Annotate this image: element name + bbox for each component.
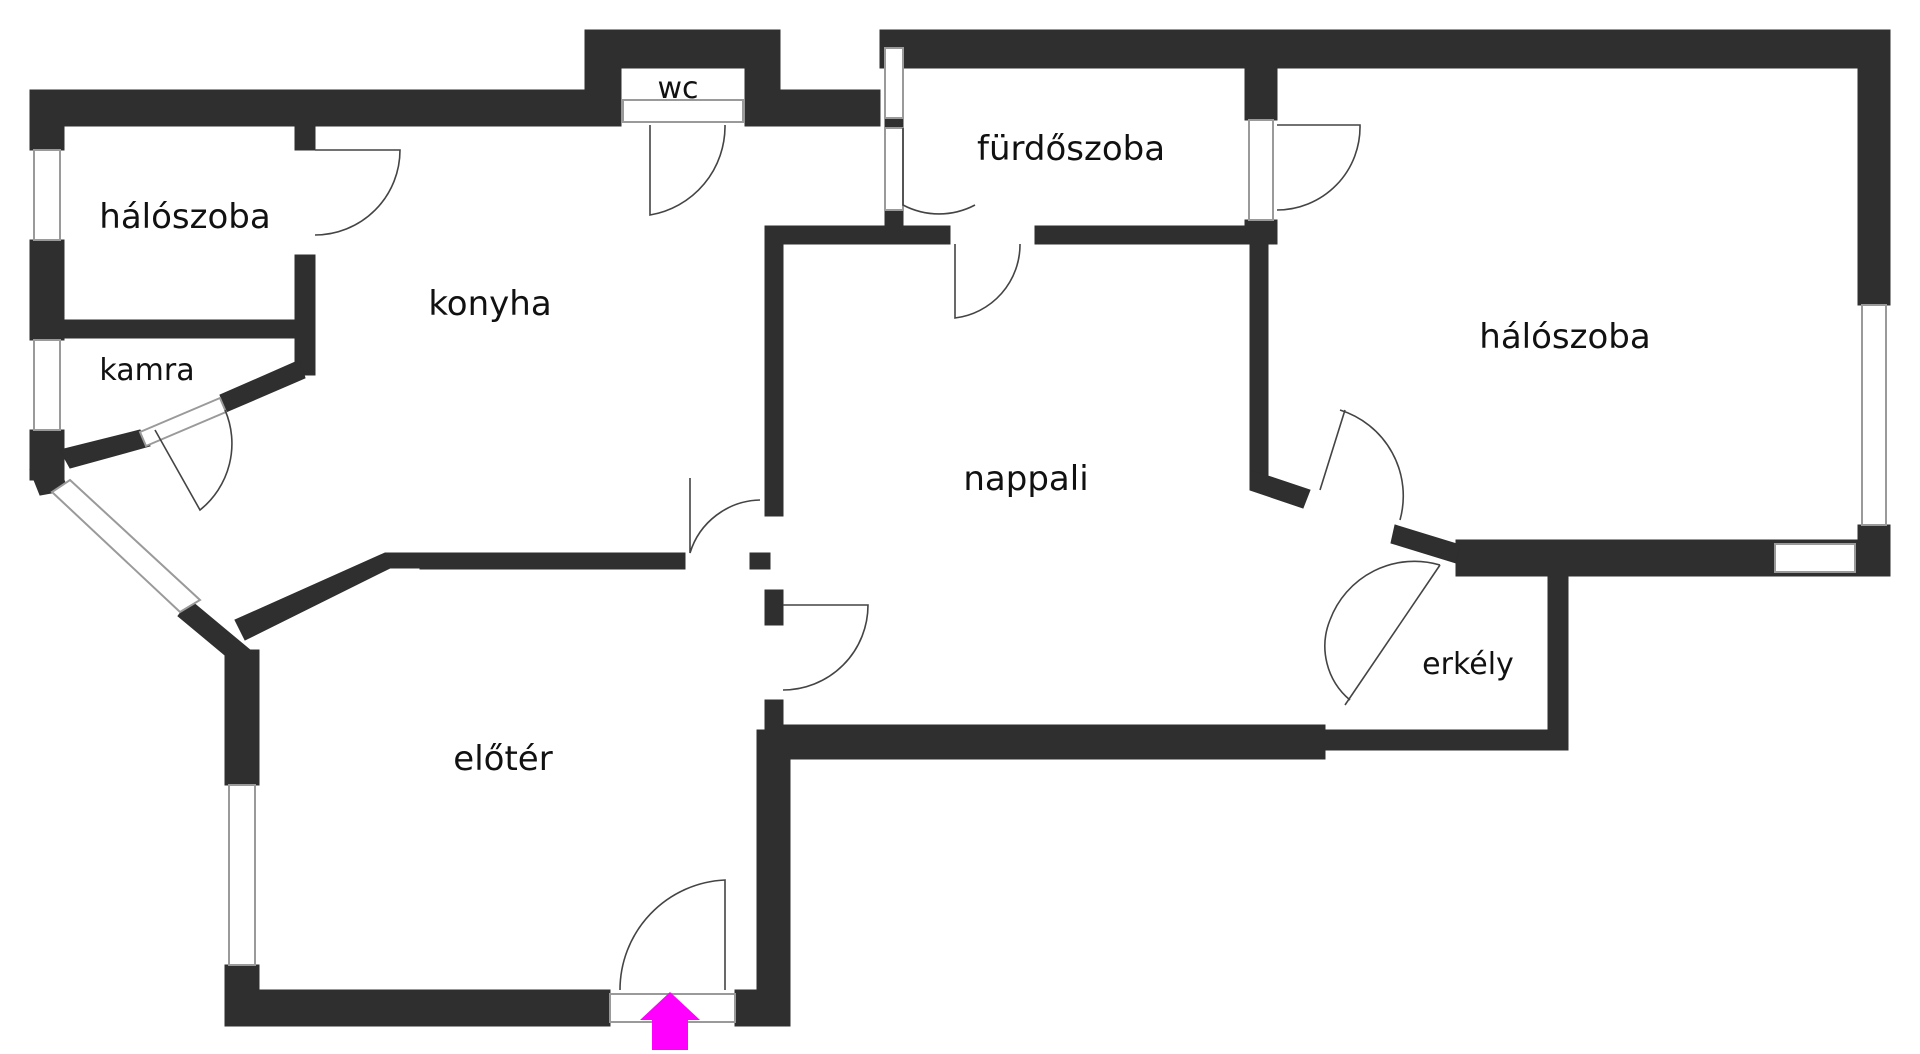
room-label-kitchen: konyha — [428, 284, 551, 324]
doors — [154, 124, 1441, 991]
room-label-hall: előtér — [453, 739, 552, 779]
entrance-arrow-icon — [640, 992, 700, 1050]
room-label-wc: wc — [657, 71, 698, 106]
room-label-balcony: erkély — [1422, 647, 1514, 682]
room-label-bedroom-right: hálószoba — [1479, 317, 1650, 357]
windows — [33, 47, 1887, 1023]
room-label-bathroom: fürdőszoba — [977, 129, 1165, 169]
room-label-pantry: kamra — [99, 353, 194, 388]
room-label-bedroom-left: hálószoba — [99, 197, 270, 237]
room-label-living: nappali — [963, 459, 1088, 499]
walls — [29, 29, 1891, 1027]
